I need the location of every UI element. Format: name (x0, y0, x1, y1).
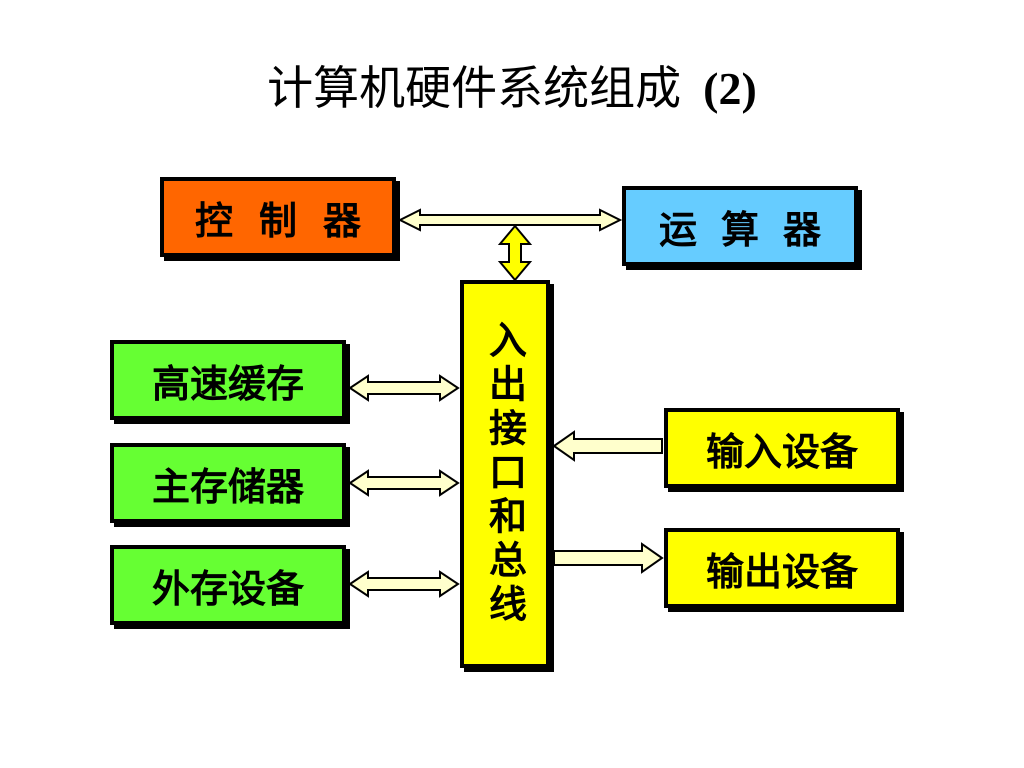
input-bus-arrow (552, 430, 663, 462)
external-storage-block: 外存设备 (110, 545, 346, 625)
title-suffix: (2) (703, 63, 757, 114)
input-device-block: 输入设备 (664, 408, 900, 488)
io-bus-block: 入出接口和总线 (460, 280, 550, 668)
output-device-label: 输出设备 (705, 548, 858, 594)
main-memory-block: 主存储器 (110, 443, 346, 523)
slide-title: 计算机硬件系统组成 (2) (0, 52, 1024, 118)
controller-label: 控制器 (194, 197, 387, 243)
bus-output-arrow (553, 542, 664, 574)
output-device-block: 输出设备 (664, 528, 900, 608)
input-device-label: 输入设备 (705, 428, 858, 474)
bus-label: 入出接口和总线 (482, 320, 528, 628)
extmem-bus-arrow (348, 570, 460, 598)
cache-bus-arrow (348, 374, 460, 402)
controller-alu-arrow (397, 208, 623, 232)
alu-block: 运算器 (622, 186, 858, 266)
bus-top-arrow (497, 224, 533, 282)
external-storage-label: 外存设备 (151, 565, 304, 611)
cache-block: 高速缓存 (110, 340, 346, 420)
controller-block: 控制器 (160, 177, 396, 257)
cache-label: 高速缓存 (151, 360, 304, 406)
main-memory-label: 主存储器 (151, 463, 304, 509)
mainmem-bus-arrow (348, 469, 460, 497)
alu-label: 运算器 (658, 206, 845, 252)
title-main: 计算机硬件系统组成 (267, 61, 682, 115)
